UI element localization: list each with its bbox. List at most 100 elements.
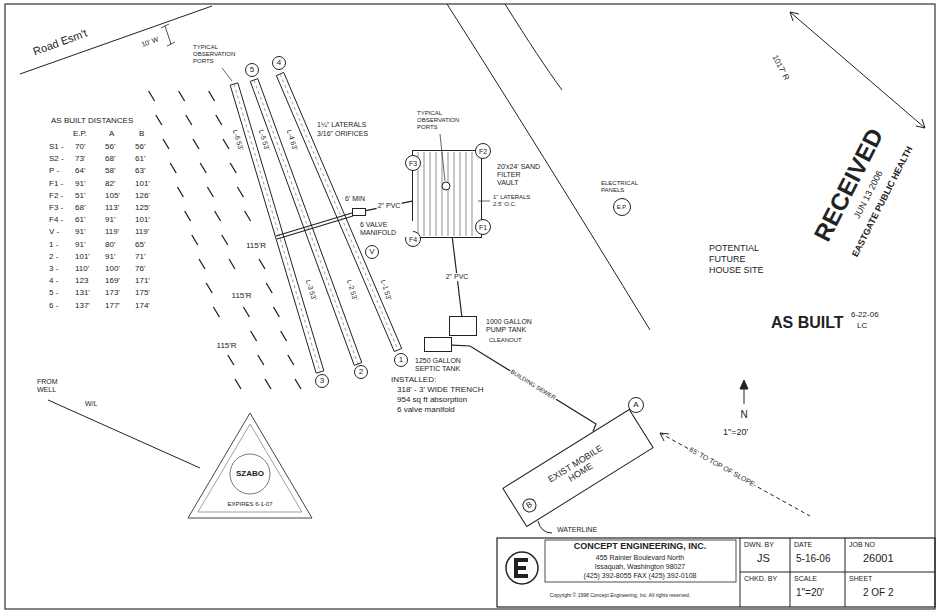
- node-text: 5: [250, 66, 254, 74]
- node-text: EXIST MOBILE HOME: [545, 442, 610, 493]
- slope-mark: [216, 115, 222, 125]
- table-cell: 51': [74, 192, 86, 201]
- table-cell: 56': [104, 143, 116, 152]
- note-text: 6' MIN: [344, 195, 366, 203]
- node-text: V: [369, 248, 374, 256]
- node-text: 6 VALVE MANIFOLD: [359, 221, 413, 237]
- node-text: 1: [399, 356, 403, 364]
- water-line: [48, 400, 200, 468]
- title-block-text: JOB NO: [848, 541, 876, 549]
- slope-mark: [199, 259, 205, 269]
- note-text: TYPICAL OBSERVATION PORTS: [192, 44, 240, 65]
- title-block-text: Copyright © 1998 Concept Engineering, In…: [549, 593, 691, 599]
- node-text: 2: [359, 368, 363, 376]
- slope-mark: [186, 115, 192, 125]
- road-edge: [505, 4, 562, 90]
- trench-lateral: [280, 74, 398, 350]
- callout-number: 1: [394, 353, 408, 367]
- note-text: EXPIRES 6-1-07: [226, 501, 273, 508]
- note-text: 318' - 3' WIDE TRENCH: [396, 386, 484, 395]
- mobile-home: EXIST MOBILE HOME B: [502, 409, 654, 527]
- slope-mark: [156, 115, 162, 125]
- water-line: [538, 521, 552, 533]
- north-arrow-head: [740, 380, 748, 389]
- title-block-text: Issaquah, Washington 98027: [594, 563, 686, 571]
- table-cell: F3 -: [48, 204, 64, 213]
- slope-mark: [207, 187, 213, 197]
- node-text: 1000 GALLON PUMP TANK: [485, 318, 551, 334]
- table-cell: 91': [74, 180, 86, 189]
- company-logo: [514, 558, 528, 578]
- corner-marker: B: [520, 496, 539, 515]
- title-block-text: 26001: [862, 552, 895, 564]
- slope-mark: [223, 139, 229, 149]
- table-cell: 5 -: [48, 289, 59, 298]
- note-text: L-3 53': [303, 278, 317, 302]
- slope-mark: [251, 331, 257, 341]
- pipe-label: 2" PVC: [377, 202, 402, 210]
- engineer-seal: [198, 424, 302, 512]
- node-text: 1250 GALLON SEPTIC TANK: [414, 357, 468, 373]
- table-cell: S1 -: [48, 143, 65, 152]
- table-cell: B: [138, 130, 145, 139]
- table-cell: F2 -: [48, 192, 64, 201]
- slope-mark: [230, 163, 236, 173]
- table-cell: 76': [134, 265, 146, 274]
- table-cell: 4 -: [48, 277, 59, 286]
- table-cell: 169': [104, 277, 121, 286]
- table-cell: 113': [104, 204, 120, 213]
- septic-tank: 1250 GALLON SEPTIC TANK: [424, 337, 452, 352]
- note-text: INSTALLED:: [390, 376, 437, 385]
- company-logo: [506, 552, 538, 584]
- table-cell: 101': [74, 253, 91, 262]
- title-block: [497, 538, 935, 607]
- note-text: 1"=20': [722, 428, 749, 438]
- slope-mark: [237, 187, 243, 197]
- corner-marker: A: [628, 397, 644, 413]
- slope-mark: [229, 259, 235, 269]
- slope-mark: [281, 331, 287, 341]
- filter-lateral: [460, 152, 461, 236]
- note-text: TYPICAL OBSERVATION PORTS: [416, 110, 464, 131]
- title-block-text: 1"=20': [795, 587, 825, 598]
- node-text: B: [525, 501, 534, 511]
- pipe-label: BUILDING SEWER: [508, 368, 557, 402]
- slope-mark: [288, 355, 294, 365]
- table-cell: 119': [104, 228, 120, 237]
- slope-mark: [200, 163, 206, 173]
- note-text: 115'R: [216, 342, 238, 351]
- corner-marker: F3: [405, 155, 421, 171]
- note-text: SZABO: [235, 470, 265, 479]
- title-block-text: 5-16-06: [795, 553, 831, 564]
- table-cell: 171': [134, 277, 151, 286]
- note-text: POTENTIAL FUTURE HOUSE SITE: [708, 243, 770, 276]
- slope-mark: [170, 163, 176, 173]
- table-cell: 91': [104, 253, 116, 262]
- note-text: AS BUILT: [770, 314, 845, 332]
- leader-line: [478, 201, 490, 202]
- slope-mark: [192, 235, 198, 245]
- table-cell: 2 -: [48, 253, 59, 262]
- note-text: ELECTRICAL PANELS: [600, 180, 648, 194]
- valve-marker: V: [365, 245, 379, 259]
- node-text: F3: [409, 160, 417, 167]
- node-text: E.P.: [617, 204, 628, 210]
- table-cell: 175': [134, 289, 151, 298]
- title-block-text: SHEET: [848, 575, 873, 583]
- table-cell: 70': [74, 143, 86, 152]
- table-cell: 80': [104, 241, 116, 250]
- slope-mark: [215, 211, 221, 221]
- drain-trench: [276, 72, 401, 351]
- slope-mark: [185, 211, 191, 221]
- title-block-text: CONCEPT ENGINEERING, INC.: [573, 542, 708, 552]
- slope-mark: [245, 211, 251, 221]
- table-cell: 65': [134, 241, 146, 250]
- title-block-text: (425) 392-8055 FAX (425) 392-0108: [583, 572, 698, 580]
- table-cell: 177': [104, 302, 121, 311]
- table-cell: 68': [104, 155, 116, 164]
- slope-dimension: [660, 433, 810, 516]
- slope-mark: [209, 91, 215, 101]
- note-text: LC: [856, 322, 868, 331]
- slope-mark: [273, 307, 279, 317]
- dimension-tick: [161, 24, 175, 46]
